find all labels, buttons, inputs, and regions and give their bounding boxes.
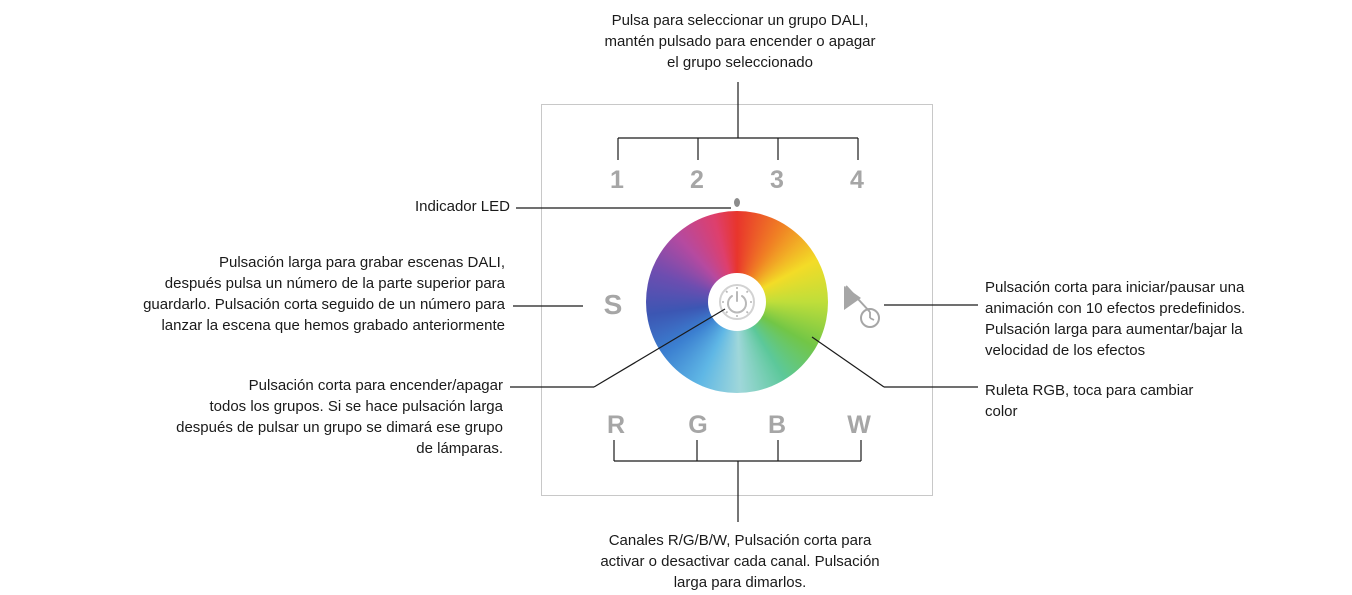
wall-panel (541, 104, 933, 496)
group-select-callout: Pulsa para seleccionar un grupo DALI, ma… (604, 12, 876, 71)
group-key-3[interactable]: 3 (770, 166, 784, 194)
scene-key-callout: Pulsación larga para grabar escenas DALI… (143, 254, 505, 334)
play-timer-icon[interactable] (840, 284, 884, 330)
channel-key-b[interactable]: B (767, 411, 787, 439)
scene-key[interactable]: S (603, 289, 623, 320)
play-key-callout: Pulsación corta para iniciar/pausar una … (985, 279, 1246, 359)
power-key-callout: Pulsación corta para encender/apagar tod… (176, 377, 503, 457)
channels-callout: Canales R/G/B/W, Pulsación corta para ac… (600, 532, 880, 591)
led-indicator-callout: Indicador LED (414, 198, 510, 215)
channel-key-g[interactable]: G (688, 411, 708, 439)
group-key-1[interactable]: 1 (610, 166, 624, 194)
group-key-2[interactable]: 2 (690, 166, 704, 194)
led-indicator (734, 198, 740, 207)
channel-key-w[interactable]: W (847, 411, 871, 439)
rgb-wheel-callout: Ruleta RGB, toca para cambiar color (985, 382, 1194, 420)
group-key-4[interactable]: 4 (850, 166, 864, 194)
channel-key-r[interactable]: R (606, 411, 626, 439)
power-icon[interactable] (718, 283, 756, 321)
